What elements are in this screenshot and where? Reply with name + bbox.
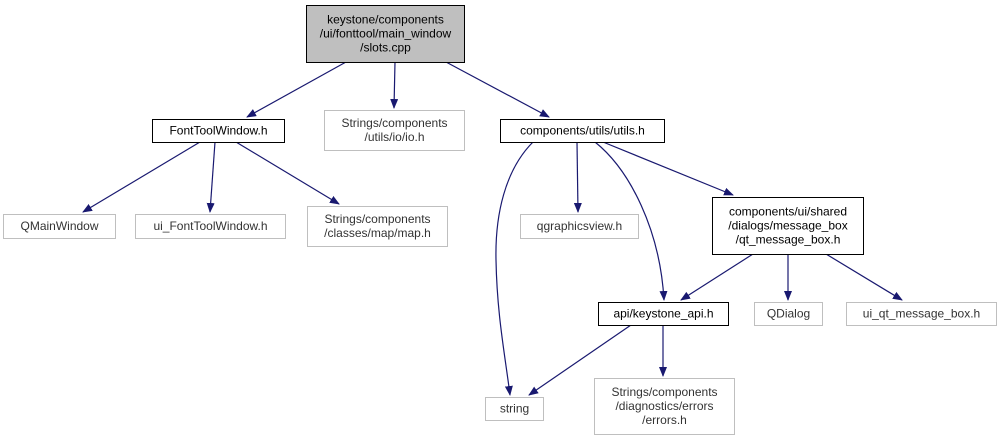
node-box	[135, 214, 286, 239]
node-label-line: /utils/io/io.h	[364, 130, 424, 144]
edge-qt-message-box-h-to-keystone-api-h	[680, 253, 754, 301]
node-box	[324, 110, 465, 151]
node-label-line: /qt_message_box.h	[736, 233, 841, 247]
node-label-line: QMainWindow	[20, 219, 98, 233]
edge-font-tool-window-h-to-ui-font-tool-window-h	[206, 141, 216, 213]
node-qmainwindow: QMainWindow	[3, 214, 116, 239]
node-label-line: qgraphicsview.h	[537, 219, 622, 233]
node-box	[754, 302, 823, 326]
edge-utils-h-to-qgraphicsview-h	[573, 141, 582, 213]
node-keystone-api-h[interactable]: api/keystone_api.h	[598, 302, 729, 326]
edges	[82, 61, 903, 396]
edge-utils-h-to-keystone-api-h	[594, 141, 668, 301]
node-box	[520, 214, 639, 239]
node-label-line: FontToolWindow.h	[169, 124, 267, 138]
node-box	[307, 206, 448, 247]
node-label-line: QDialog	[767, 307, 810, 321]
node-ui-font-tool-window-h: ui_FontToolWindow.h	[135, 214, 286, 239]
node-ui-qt-message-box-h: ui_qt_message_box.h	[846, 302, 997, 326]
node-qgraphicsview-h: qgraphicsview.h	[520, 214, 639, 239]
node-font-tool-window-h[interactable]: FontToolWindow.h	[152, 119, 285, 143]
node-label-line: keystone/components	[327, 13, 444, 27]
edge-keystone-api-h-to-string	[528, 324, 632, 396]
edge-font-tool-window-h-to-map-h	[235, 141, 340, 205]
node-label-line: ui_qt_message_box.h	[863, 307, 980, 321]
node-label-line: ui_FontToolWindow.h	[153, 219, 267, 233]
node-label-line: components/utils/utils.h	[520, 124, 645, 138]
node-label-line: /diagnostics/errors	[615, 399, 713, 413]
node-label-line: Strings/components	[324, 212, 430, 226]
node-string: string	[485, 397, 544, 421]
node-box	[846, 302, 997, 326]
node-box	[152, 119, 285, 143]
nodes: keystone/components/ui/fonttool/main_win…	[3, 5, 997, 435]
node-label-line: /slots.cpp	[360, 41, 411, 55]
node-label-line: api/keystone_api.h	[613, 307, 713, 321]
edge-slots-cpp-to-utils-h	[445, 61, 550, 118]
node-label-line: /dialogs/message_box	[728, 219, 847, 233]
node-label-line: /errors.h	[642, 413, 687, 427]
node-map-h: Strings/components/classes/map/map.h	[307, 206, 448, 247]
edge-slots-cpp-to-font-tool-window-h	[246, 61, 347, 118]
edge-font-tool-window-h-to-qmainwindow	[82, 141, 201, 213]
node-io-h: Strings/components/utils/io/io.h	[324, 110, 465, 151]
node-errors-h: Strings/components/diagnostics/errors/er…	[594, 378, 735, 435]
node-label-line: string	[500, 402, 529, 416]
node-label-line: components/ui/shared	[729, 205, 847, 219]
node-label-line: Strings/components	[341, 116, 447, 130]
node-label-line: /classes/map/map.h	[324, 226, 431, 240]
edge-utils-h-to-qt-message-box-h	[602, 141, 734, 196]
edge-slots-cpp-to-io-h	[390, 61, 399, 109]
node-label-line: Strings/components	[611, 385, 717, 399]
node-qdialog: QDialog	[754, 302, 823, 326]
node-box	[500, 119, 665, 143]
node-qt-message-box-h[interactable]: components/ui/shared/dialogs/message_box…	[712, 197, 864, 255]
node-slots-cpp[interactable]: keystone/components/ui/fonttool/main_win…	[306, 5, 465, 63]
edge-utils-h-to-string	[495, 141, 534, 396]
node-box	[485, 397, 544, 421]
node-label-line: /ui/fonttool/main_window	[320, 27, 452, 41]
node-box	[594, 378, 735, 435]
node-box	[306, 5, 465, 63]
node-box	[712, 197, 864, 255]
edge-qt-message-box-h-to-ui-qt-message-box-h	[825, 253, 903, 301]
node-box	[598, 302, 729, 326]
node-utils-h[interactable]: components/utils/utils.h	[500, 119, 665, 143]
node-box	[3, 214, 116, 239]
